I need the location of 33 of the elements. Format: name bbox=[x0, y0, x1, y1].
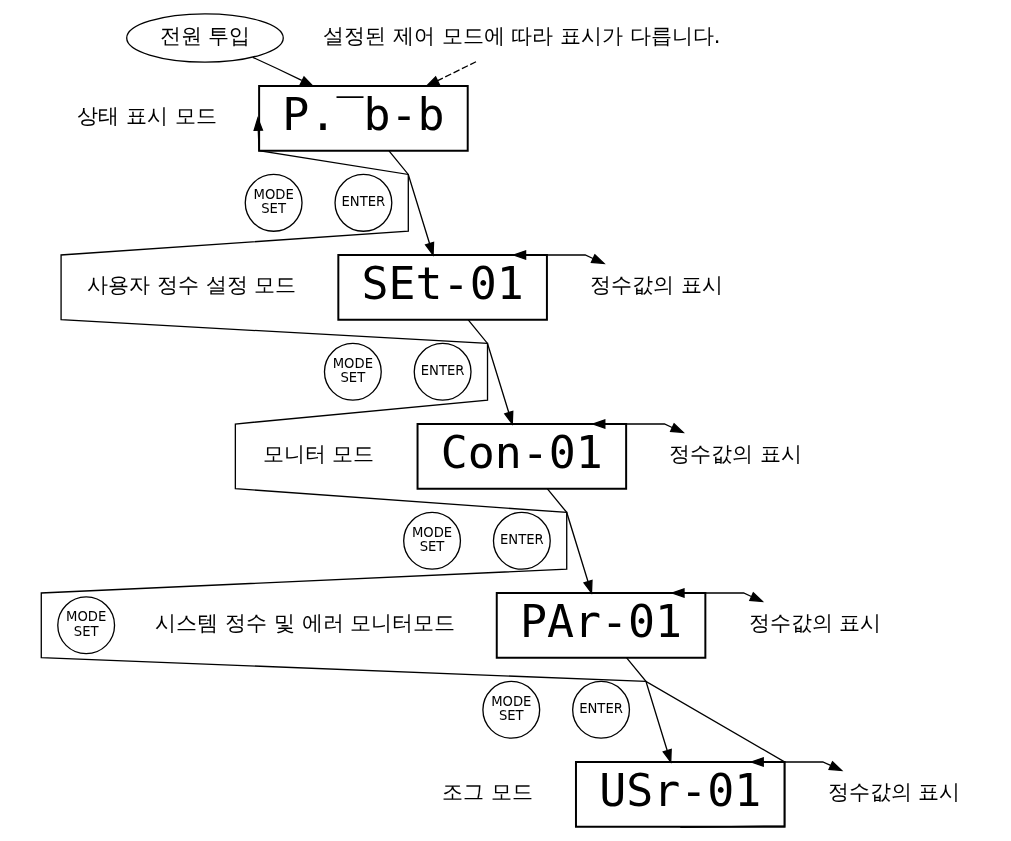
node-label: 조그 모드 bbox=[441, 779, 533, 805]
arrow bbox=[424, 61, 477, 87]
node-circle: ENTER bbox=[492, 511, 551, 570]
arrow bbox=[546, 488, 593, 595]
node-circle: ENTER bbox=[333, 173, 392, 232]
node-label: 상태 표시 모드 bbox=[76, 103, 217, 129]
node-box: SEt-01 bbox=[336, 254, 548, 321]
node-label: 사용자 정수 설정 모드 bbox=[86, 272, 296, 298]
node-circle: ENTER bbox=[413, 342, 472, 401]
node-circle: MODE SET bbox=[323, 342, 382, 401]
arrow bbox=[387, 150, 434, 257]
node-text: 정수값의 표시 bbox=[589, 272, 723, 298]
node-circle: MODE SET bbox=[402, 511, 461, 570]
arrow bbox=[40, 116, 785, 828]
arrow bbox=[511, 249, 606, 265]
node-text: 정수값의 표시 bbox=[827, 779, 961, 805]
node-box: P.‾b-b bbox=[257, 85, 469, 152]
arrow bbox=[625, 657, 672, 764]
node-box: PAr-01 bbox=[495, 592, 706, 659]
node-circle: MODE SET bbox=[481, 680, 540, 739]
node-text: 설정된 제어 모드에 따라 표시가 다릅니다. bbox=[322, 22, 720, 48]
node-circle: MODE SET bbox=[244, 173, 303, 232]
node-circle: MODE SET bbox=[56, 596, 115, 655]
node-label: 모니터 모드 bbox=[262, 441, 374, 467]
node-text: 정수값의 표시 bbox=[668, 441, 802, 467]
node-circle: ENTER bbox=[571, 680, 630, 739]
node-text: 정수값의 표시 bbox=[748, 610, 881, 636]
arrow bbox=[251, 56, 315, 87]
node-box: Con-01 bbox=[416, 423, 627, 490]
node-ellipse: 전원 투입 bbox=[125, 13, 284, 63]
arrow bbox=[467, 319, 513, 426]
node-box: USr-01 bbox=[574, 760, 786, 828]
node-label: 시스템 정수 및 에러 모니터모드 bbox=[154, 610, 455, 636]
